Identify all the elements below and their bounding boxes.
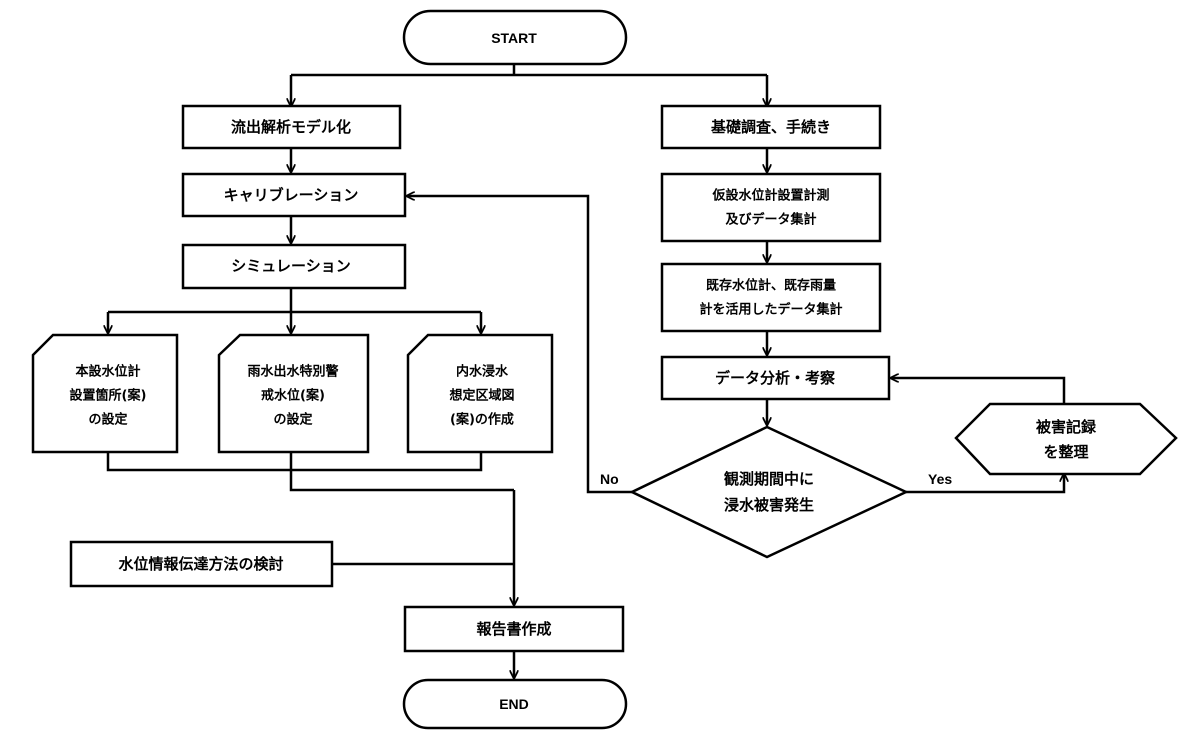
info-transmission-node: 水位情報伝達方法の検討 [69, 540, 334, 588]
arrow-yes-to-damage-record [906, 474, 1064, 494]
existing-data-line-2: 計を活用したデータ集計 [699, 302, 842, 318]
info-transmission-label: 水位情報伝達方法の検討 [118, 555, 283, 573]
inundation-map-line-1: 内水浸水 [456, 364, 509, 380]
warning-level-line-2: 戒水位(案) [261, 388, 325, 404]
temp-gauge-line-2: 及びデータ集計 [725, 212, 816, 228]
end-node: END [402, 678, 628, 730]
data-analysis-label: データ分析・考察 [715, 369, 836, 387]
no-edge-label: No [600, 471, 619, 487]
report-label: 報告書作成 [476, 620, 551, 638]
gauge-location-node: 本設水位計 設置箇所(案) の設定 [31, 333, 179, 454]
runoff-model-label: 流出解析モデル化 [231, 118, 351, 136]
arrow-damage-to-analysis [891, 378, 1066, 404]
inundation-map-line-2: 想定区域図 [449, 388, 514, 404]
damage-record-line-1: 被害記録 [1036, 418, 1097, 436]
calibration-node: キャリブレーション [181, 172, 407, 218]
connectors [108, 64, 1064, 678]
simulation-node: シミュレーション [181, 243, 407, 290]
inundation-map-node: 内水浸水 想定区域図 (案)の作成 [406, 333, 554, 454]
end-label: END [499, 696, 529, 712]
connector-simulation-split [108, 288, 481, 314]
decision-node: 観測期間中に 浸水被害発生 [629, 425, 909, 559]
decision-line-2: 浸水被害発生 [724, 496, 814, 514]
basic-survey-node: 基礎調査、手続き [660, 104, 882, 150]
damage-record-node: 被害記録 を整理 [954, 402, 1178, 476]
data-analysis-node: データ分析・考察 [660, 355, 891, 401]
warning-level-line-3: の設定 [273, 412, 312, 428]
calibration-label: キャリブレーション [224, 186, 359, 204]
start-node: START [402, 9, 628, 66]
start-label: START [491, 30, 537, 46]
yes-edge-label: Yes [928, 471, 952, 487]
damage-record-line-2: を整理 [1043, 443, 1088, 461]
connector-start-split [291, 64, 767, 77]
temp-gauge-node: 仮設水位計設置計測 及びデータ集計 [660, 172, 882, 243]
gauge-location-line-1: 本設水位計 [75, 364, 140, 380]
decision-line-1: 観測期間中に [724, 470, 814, 488]
gauge-location-line-3: の設定 [88, 412, 127, 428]
report-node: 報告書作成 [403, 605, 625, 653]
connector-outputs-merge [106, 452, 514, 492]
arrow-no-to-calibration [407, 196, 632, 494]
warning-level-line-1: 雨水出水特別警 [247, 364, 338, 380]
existing-data-node: 既存水位計、既存雨量 計を活用したデータ集計 [660, 262, 882, 333]
simulation-label: シミュレーション [231, 257, 350, 275]
gauge-location-line-2: 設置箇所(案) [70, 388, 147, 404]
warning-level-node: 雨水出水特別警 戒水位(案) の設定 [217, 333, 370, 454]
temp-gauge-line-1: 仮設水位計設置計測 [711, 188, 829, 204]
runoff-model-node: 流出解析モデル化 [181, 104, 402, 150]
existing-data-line-1: 既存水位計、既存雨量 [706, 278, 836, 294]
basic-survey-label: 基礎調査、手続き [710, 118, 831, 136]
inundation-map-line-3: (案)の作成 [450, 412, 514, 428]
